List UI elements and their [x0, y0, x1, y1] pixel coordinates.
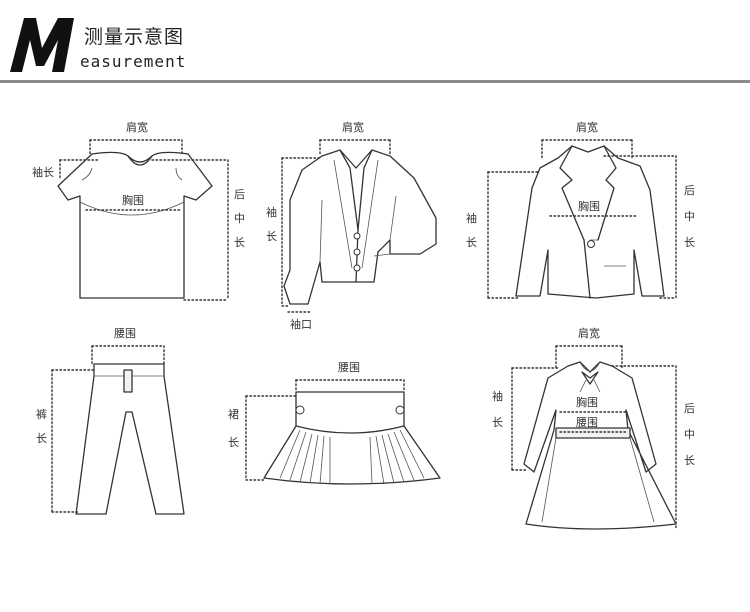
page-title: 测量示意图 [84, 26, 185, 48]
pants-length-label-1: 裤 [36, 407, 47, 421]
pants-waist-label: 腰围 [114, 327, 136, 340]
dress-waist-label: 腰围 [576, 416, 598, 429]
blazer-figure [515, 145, 665, 299]
blazer-back-label-3: 长 [684, 236, 695, 249]
blazer-sleeve-label-2: 长 [466, 236, 477, 249]
dress-sleeve-label-2: 长 [492, 416, 503, 429]
logo-m-icon [10, 18, 74, 72]
skirt-waist-label: 腰围 [338, 361, 360, 374]
page-subtitle: easurement [80, 52, 187, 71]
header: 测量示意图 easurement [0, 0, 750, 92]
cardigan-figure [283, 149, 437, 305]
dress-sleeve-label-1: 袖 [492, 389, 503, 403]
blazer-back-label-2: 中 [684, 210, 695, 223]
dress-figure [523, 361, 677, 530]
dress-back-label-3: 长 [684, 454, 695, 467]
blazer-shoulder-label: 肩宽 [576, 120, 598, 134]
blazer-sleeve-label-1: 袖 [466, 211, 477, 225]
dress-shoulder-label: 肩宽 [578, 326, 600, 340]
cardigan-shoulder-label: 肩宽 [342, 120, 364, 134]
header-divider [0, 80, 750, 83]
tshirt-sleeve-label: 袖长 [32, 165, 54, 179]
dress-back-label-1: 后 [684, 402, 695, 415]
tshirt-back-label-3: 长 [234, 236, 245, 249]
cardigan-sleeve-label-1: 袖 [266, 205, 277, 219]
pants-figure [75, 363, 185, 515]
tshirt-figure [57, 151, 213, 299]
skirt-figure [263, 391, 441, 485]
cardigan-sleeve-label-2: 长 [266, 230, 277, 243]
pants-length-label-2: 长 [36, 432, 47, 445]
skirt-length-label-1: 裙 [228, 408, 239, 421]
dress-chest-label: 胸围 [576, 395, 598, 409]
cardigan-cuff-label: 袖口 [290, 317, 312, 331]
skirt-length-label-2: 长 [228, 436, 239, 449]
tshirt-shoulder-label: 肩宽 [126, 120, 148, 134]
tshirt-back-label-2: 中 [234, 212, 245, 225]
blazer-chest-label: 胸围 [578, 199, 600, 213]
blazer-back-label-1: 后 [684, 184, 695, 197]
tshirt-chest-label: 胸围 [122, 193, 144, 207]
dress-back-label-2: 中 [684, 428, 695, 441]
tshirt-back-label-1: 后 [234, 188, 245, 201]
